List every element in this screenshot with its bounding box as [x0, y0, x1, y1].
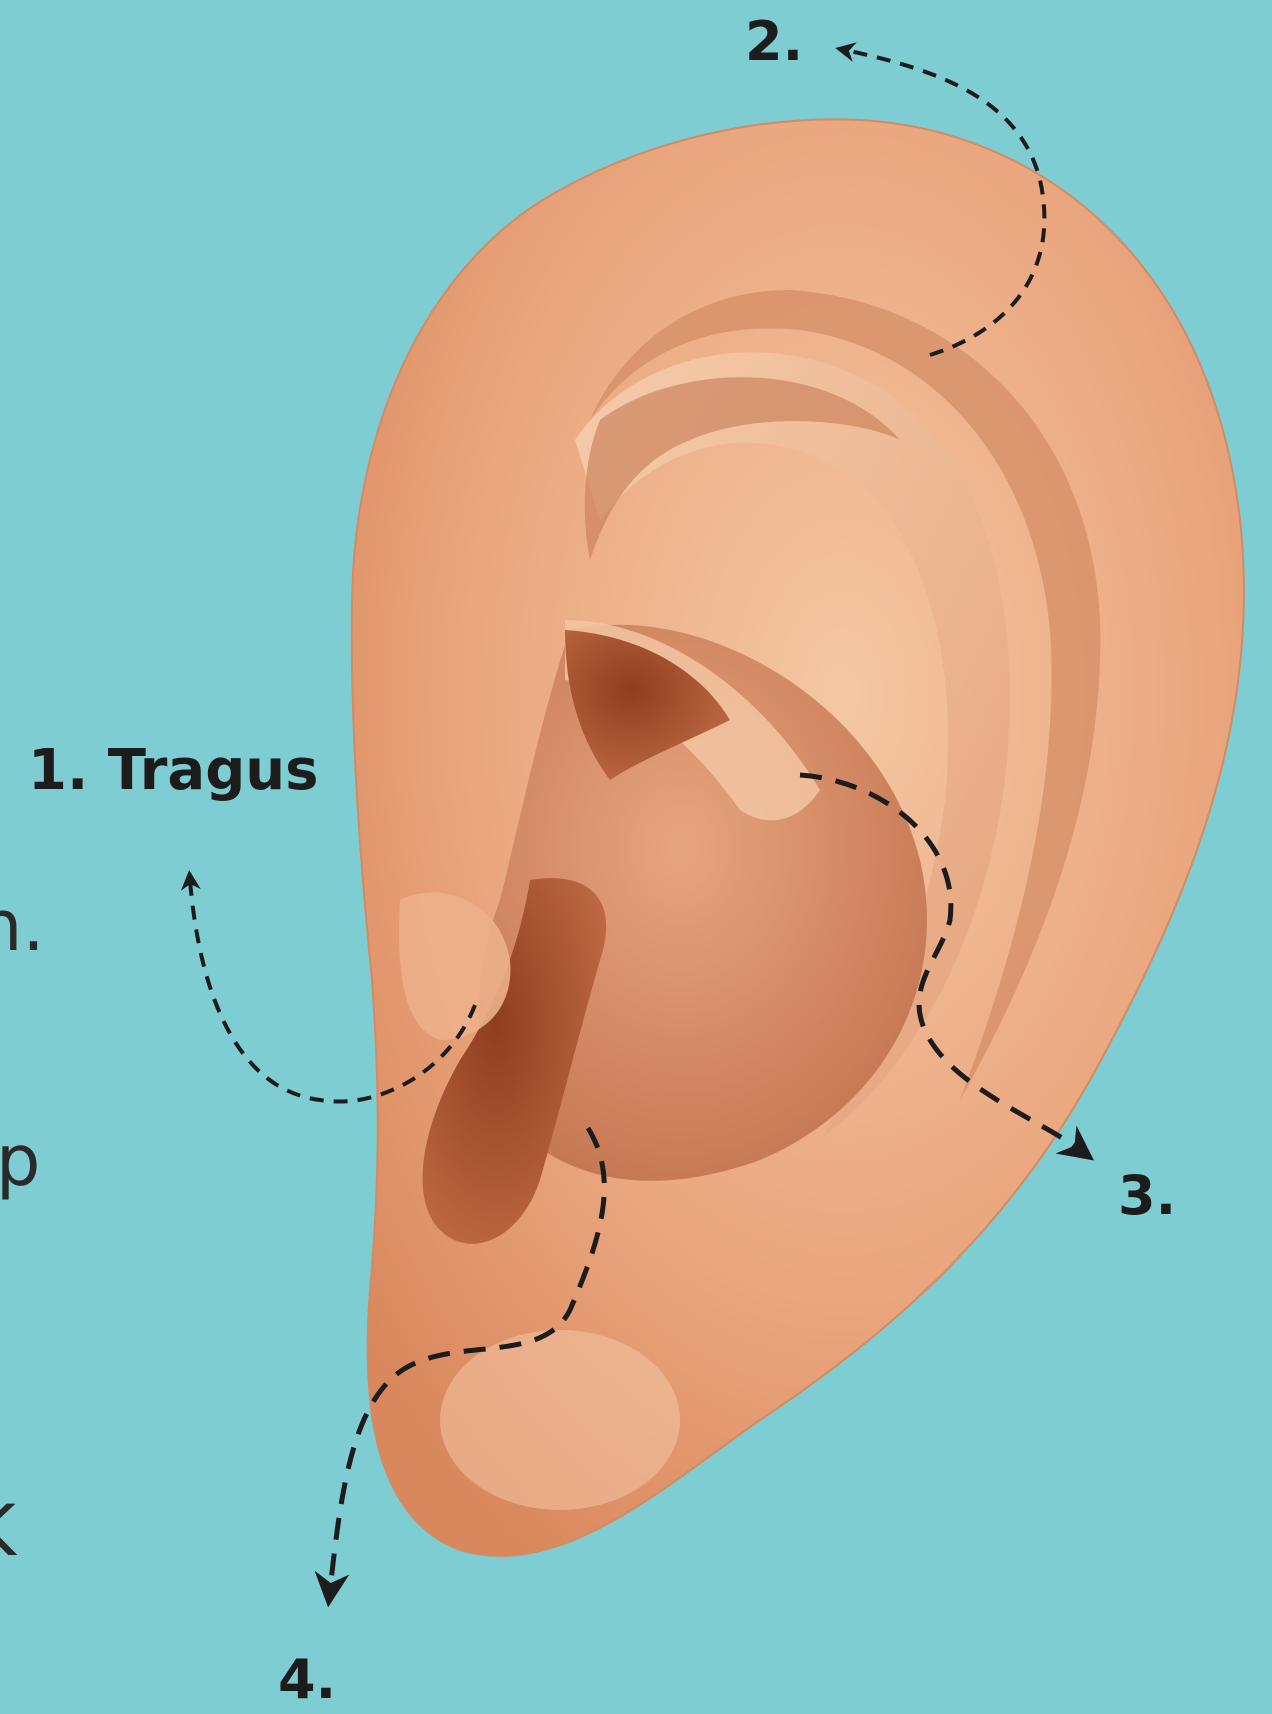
edge-text-3: p [0, 1120, 40, 1202]
label-tragus: 1. Tragus [28, 738, 318, 803]
edge-text-1: J [0, 630, 7, 712]
ear-lobe-highlight [440, 1330, 680, 1510]
edge-text-4: K [0, 1490, 16, 1572]
label-3: 3. [1118, 1164, 1176, 1227]
label-4: 4. [278, 1648, 336, 1711]
edge-text-2: n. [0, 885, 45, 967]
label-2: 2. [745, 10, 803, 73]
